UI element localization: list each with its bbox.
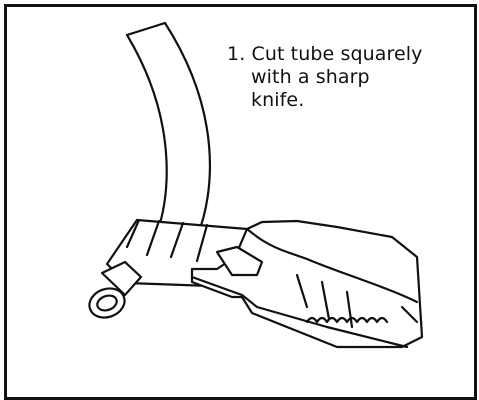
- handle-ridge: [245, 227, 419, 304]
- tube: [125, 21, 211, 239]
- tube-top-end: [125, 21, 167, 37]
- fitting-body: [100, 260, 143, 297]
- handle-detail: [295, 273, 309, 309]
- instruction-text: 1. Cut tube squarely with a sharp knife.: [227, 43, 462, 112]
- handle-detail: [320, 280, 331, 321]
- handle-detail: [345, 290, 354, 329]
- fitting-opening: [96, 294, 118, 312]
- blade-segment-line: [169, 221, 185, 259]
- blade-segment-line: [145, 219, 161, 257]
- handle-lower-edge: [190, 275, 409, 349]
- handle-outline: [190, 219, 424, 349]
- knife-handle: [190, 219, 424, 349]
- instruction-line-2: with a sharp: [251, 66, 370, 88]
- blade-segment-line: [125, 218, 141, 249]
- tube-inner-edge: [163, 21, 211, 239]
- grip-teeth: [305, 316, 389, 324]
- handle-end-detail: [400, 305, 419, 324]
- tube-outer-edge: [125, 33, 168, 234]
- illustration-frame: 1. Cut tube squarely with a sharp knife.: [4, 4, 477, 400]
- slider-button: [215, 245, 264, 277]
- instruction-line-3: knife.: [251, 89, 305, 111]
- tube-fitting: [88, 260, 143, 319]
- instruction-line-1: 1. Cut tube squarely: [227, 43, 423, 65]
- blade-segment-line: [195, 223, 209, 263]
- tube-cutting-illustration: [88, 21, 424, 349]
